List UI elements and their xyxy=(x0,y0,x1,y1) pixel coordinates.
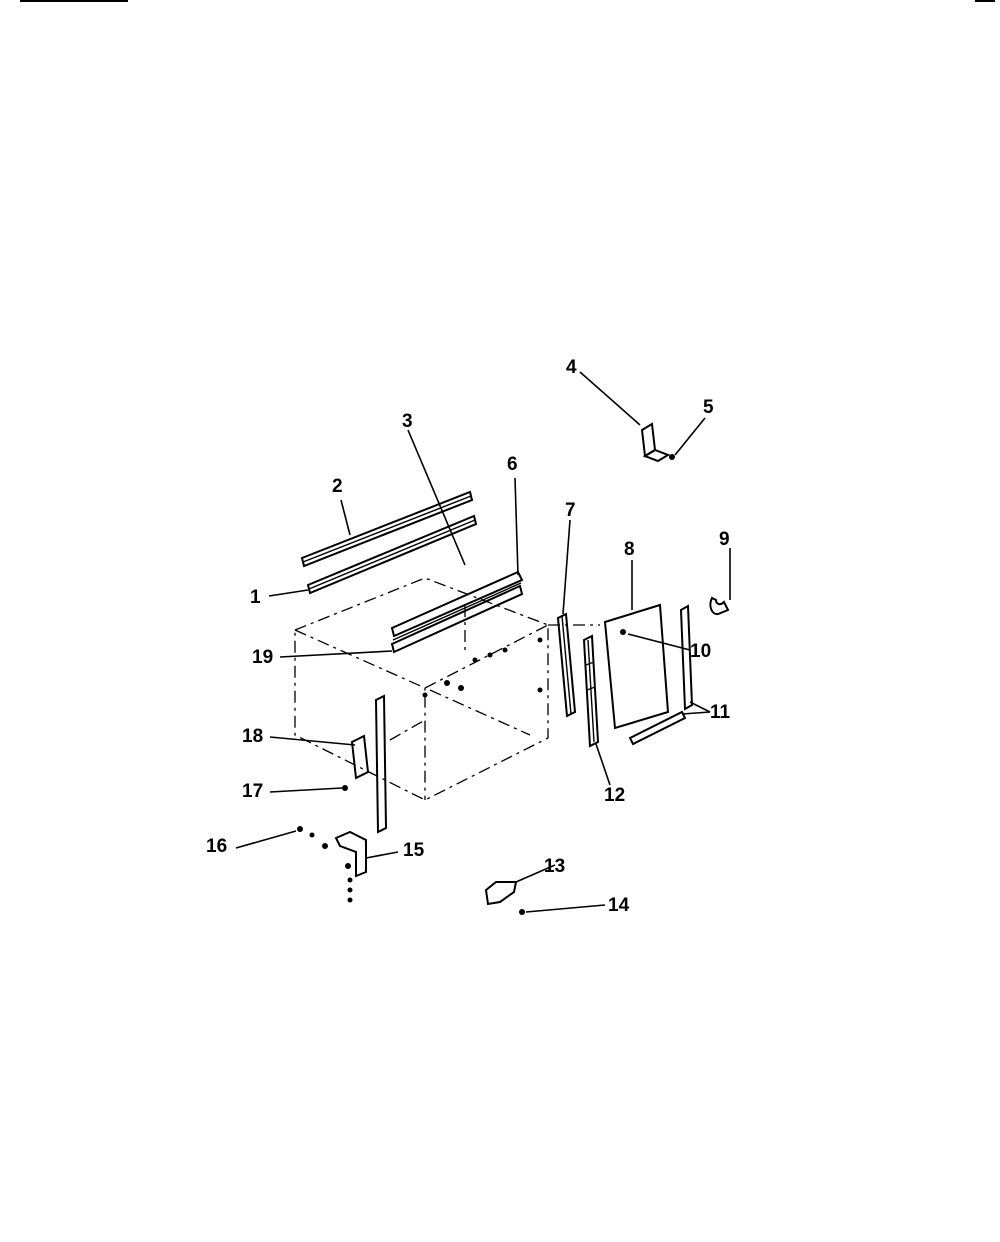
callout-4: 4 xyxy=(566,357,577,378)
part-13-bracket xyxy=(484,881,518,906)
callout-19: 19 xyxy=(252,647,273,668)
part-4-bracket xyxy=(640,422,671,463)
part-18-bracket xyxy=(342,694,388,834)
callout-3: 3 xyxy=(402,411,413,432)
callout-17: 17 xyxy=(242,781,263,802)
part-8-panel xyxy=(603,603,670,730)
part-11-trim xyxy=(628,604,694,746)
callout-16: 16 xyxy=(206,836,227,857)
callout-12: 12 xyxy=(604,785,625,806)
cabinet-outline xyxy=(294,577,600,801)
part-12-side-channel xyxy=(582,634,600,748)
part-15-bracket xyxy=(334,830,367,903)
callout-1: 1 xyxy=(250,587,261,608)
part-14-screw xyxy=(519,909,525,915)
part-16-screws xyxy=(297,826,328,849)
callout-15: 15 xyxy=(403,840,425,861)
cabinet-fasteners xyxy=(422,637,543,698)
callout-6: 6 xyxy=(507,454,518,475)
callout-18: 18 xyxy=(242,726,263,747)
callout-13: 13 xyxy=(544,856,565,877)
part-1-rail xyxy=(306,514,478,595)
callout-10: 10 xyxy=(690,641,711,662)
callout-14: 14 xyxy=(608,895,630,916)
part-9-clip xyxy=(709,596,730,616)
part-2-top-rail xyxy=(300,490,474,568)
part-7-side-channel xyxy=(556,612,577,718)
part-5-screw xyxy=(669,454,675,460)
callout-11: 11 xyxy=(710,702,731,723)
leader-lines xyxy=(235,371,731,913)
callout-2: 2 xyxy=(332,476,343,497)
callout-8: 8 xyxy=(624,539,635,560)
part-6-rail xyxy=(390,570,524,654)
callout-9: 9 xyxy=(719,529,730,550)
callout-labels: 1 2 3 4 5 6 7 8 9 10 11 12 13 14 15 16 1… xyxy=(206,357,731,916)
callout-5: 5 xyxy=(703,397,714,418)
callout-7: 7 xyxy=(565,500,576,521)
